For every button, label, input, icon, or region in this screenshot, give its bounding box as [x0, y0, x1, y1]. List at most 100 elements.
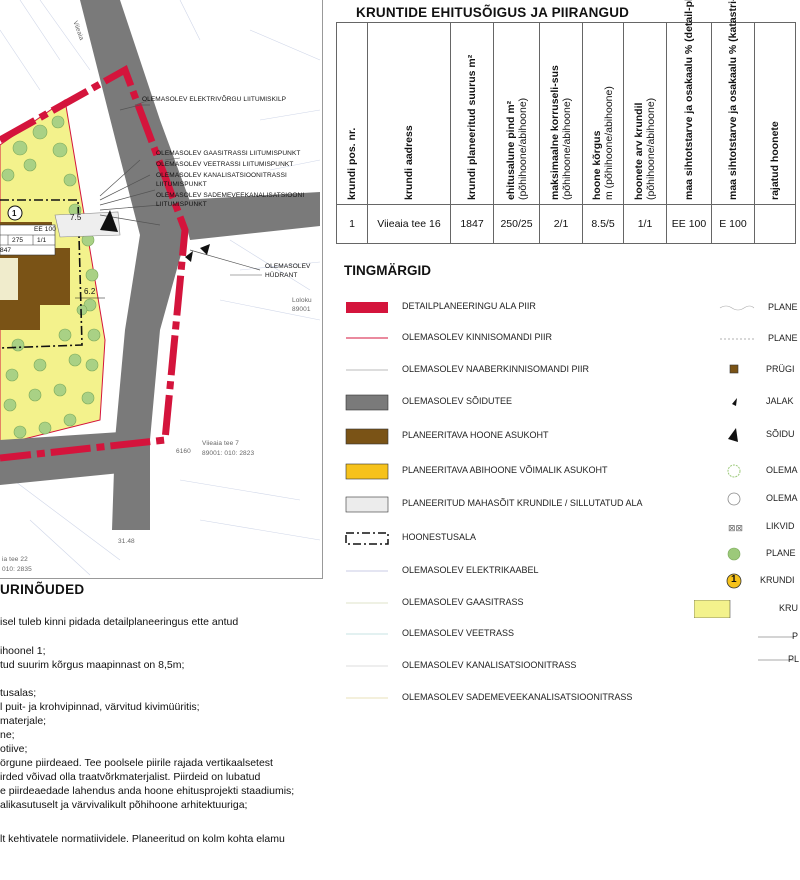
legend-label: OLEMASOLEV VEETRASS	[402, 628, 515, 638]
legend-item: OLEMASOLEV KINNISOMANDI PIIR	[344, 328, 800, 348]
requirement-line: otiive;	[0, 743, 28, 755]
header-label: krundi pos. nr.	[346, 127, 358, 200]
legend-symbol	[346, 337, 388, 339]
header-sublabel: (põhihoone/abihoone)	[516, 97, 529, 200]
legend-item: OLEMASOLEV NAABERKINNISOMANDI PIIR	[344, 360, 800, 380]
legend-symbol	[346, 665, 388, 667]
site-plan-map[interactable]: OLEMASOLEV ELEKTRIVÕRGU LIITUMISKILP OLE…	[0, 0, 323, 579]
table-header-cell: maa sihtotstarve ja osakaalu % (detail-p…	[666, 0, 712, 205]
requirement-line: tusalas;	[0, 687, 37, 699]
header-label: maa sihtotstarve ja osakaalu % (detail-p…	[683, 0, 695, 200]
label-sewer-1: OLEMASOLEV KANALISATSIOONITRASSI	[156, 172, 287, 179]
legend-label: P	[792, 631, 799, 641]
requirement-line: l puit- ja krohvipinnad, värvitud kivimü…	[0, 701, 200, 713]
legend-item-right: PL	[0, 651, 800, 669]
table-cell: 1	[336, 204, 368, 244]
legend-label: KRU	[779, 603, 799, 613]
legend-label: JALAK	[766, 396, 794, 406]
lot-right-2: 89001	[292, 306, 311, 313]
header-sublabel: m (põhihoone/abihoone)	[603, 86, 615, 200]
legend-symbol	[345, 428, 389, 445]
legend-label: PLANE	[766, 548, 796, 558]
label-hydrant-1: OLEMASOLEV	[265, 263, 311, 270]
neighbor-bl-id: 010: 2835	[2, 566, 32, 573]
legend-symbol	[727, 547, 741, 561]
neighbor-bl-name: ia tee 22	[2, 556, 28, 563]
legend-symbol	[729, 364, 739, 374]
label-electric: OLEMASOLEV ELEKTRIVÕRGU LIITUMISKILP	[142, 96, 287, 103]
table-cell: Viieaia tee 16	[367, 204, 451, 244]
legend-symbol	[345, 532, 389, 545]
requirement-line: materjale;	[0, 715, 47, 727]
legend-item-right: JALAK	[0, 393, 800, 411]
requirement-line: e piirdeaedade lahendus anda hoone ehitu…	[0, 785, 295, 797]
legend-item: OLEMASOLEV ELEKTRIKAABEL	[344, 561, 800, 581]
legend-symbol	[345, 496, 389, 513]
legend-badge-number: 1	[731, 574, 737, 585]
legend-item: OLEMASOLEV GAASITRASS	[344, 593, 800, 613]
requirement-line: lt kehtivatele normatiividele. Planeerit…	[0, 833, 285, 845]
requirement-line: tud suurim kõrgus maapinnast on 8,5m;	[0, 659, 185, 671]
label-water: OLEMASOLEV VEETRASSI LIITUMISPUNKT	[156, 161, 294, 168]
legend-item-right: KRU	[0, 600, 800, 618]
header-label: hoone kõrgus	[591, 130, 603, 200]
neighbor-name: Viieaia tee 7	[202, 440, 239, 447]
dim-6-2: 6.2	[84, 287, 96, 296]
site-plan-drawing	[0, 0, 321, 576]
legend-item-right: SÕIDU	[0, 426, 800, 444]
legend-item: HOONESTUSALA	[344, 528, 800, 548]
label-hydrant-2: HÜDRANT	[265, 272, 298, 279]
legend-symbol	[346, 302, 388, 313]
legend-label: PL	[788, 654, 800, 664]
label-storm-1: OLEMASOLEV SADEMEVEEKANALISATSIOONI	[156, 192, 305, 199]
requirement-line: örgune piirdeaed. Tee poolsele piirile r…	[0, 757, 273, 769]
legend-item-right: ⊠⊠LIKVID	[0, 518, 800, 536]
legend-label: OLEMA	[766, 465, 798, 475]
table-cell: E 100	[711, 204, 755, 244]
legend-item: OLEMASOLEV SADEMEVEEKANALISATSIOONITRASS	[344, 688, 800, 708]
legend-symbol	[758, 659, 794, 661]
table-header-cell: maksimaalne korruseli-sus(põhihoone/abih…	[539, 22, 583, 205]
header-label: maa sihtotstarve ja osakaalu % (katastri…	[727, 0, 739, 200]
svg-text:⊠⊠: ⊠⊠	[728, 524, 743, 534]
table-title: KRUNTIDE EHITUSÕIGUS JA PIIRANGUD	[356, 5, 630, 20]
legend-label: OLEMASOLEV ELEKTRIKAABEL	[402, 565, 539, 575]
table-cell: 1847	[450, 204, 494, 244]
requirement-line: ihoonel 1;	[0, 645, 46, 657]
table-header-cell: rajatud hoonete	[754, 22, 796, 205]
requirement-line: isel tuleb kinni pidada detailplaneering…	[0, 616, 239, 628]
table-cell: 8.5/5	[582, 204, 624, 244]
table-header-cell: krundi aadress	[367, 22, 451, 205]
legend-item-right: PLANE	[0, 545, 800, 563]
legend-label: OLEMASOLEV NAABERKINNISOMANDI PIIR	[402, 364, 590, 374]
header-label: rajatud hoonete	[769, 121, 781, 200]
legend-item: OLEMASOLEV VEETRASS	[344, 624, 800, 644]
legend-symbol	[346, 369, 388, 371]
legend-label: OLEMASOLEV SÕIDUTEE	[402, 396, 513, 406]
legend-label: PLANE	[768, 302, 798, 312]
legend-symbol	[345, 463, 389, 480]
legend-item-right: PLANE	[0, 299, 800, 317]
legend-item: OLEMASOLEV KANALISATSIOONITRASS	[344, 656, 800, 676]
table-header-cell: maa sihtotstarve ja osakaalu % (katastri…	[711, 0, 755, 205]
legend-label: OLEMASOLEV SADEMEVEEKANALISATSIOONITRASS	[402, 692, 633, 702]
requirement-line: ne;	[0, 729, 15, 741]
legend-item: PLANEERITAVA HOONE ASUKOHT	[344, 426, 800, 446]
legend-symbol	[728, 428, 738, 442]
number-6160: 6160	[176, 448, 191, 455]
table-header-cell: krundi pos. nr.	[336, 22, 368, 205]
requirement-line: alikasutuselt ja värvivalikult põhihoone…	[0, 799, 248, 811]
header-sublabel: (põhihoone/abihoone)	[645, 97, 657, 200]
legend-item-right: P	[0, 628, 800, 646]
legend-symbol	[726, 573, 742, 589]
legend-label: PLANEERITAVA HOONE ASUKOHT	[402, 430, 549, 440]
legend-symbol	[720, 338, 754, 340]
plan-boundary	[0, 64, 189, 462]
header-label: maksimaalne korruseli-sus	[549, 65, 561, 200]
legend-item-right: OLEMA	[0, 490, 800, 508]
label-storm-2: LIITUMISPUNKT	[156, 201, 207, 208]
